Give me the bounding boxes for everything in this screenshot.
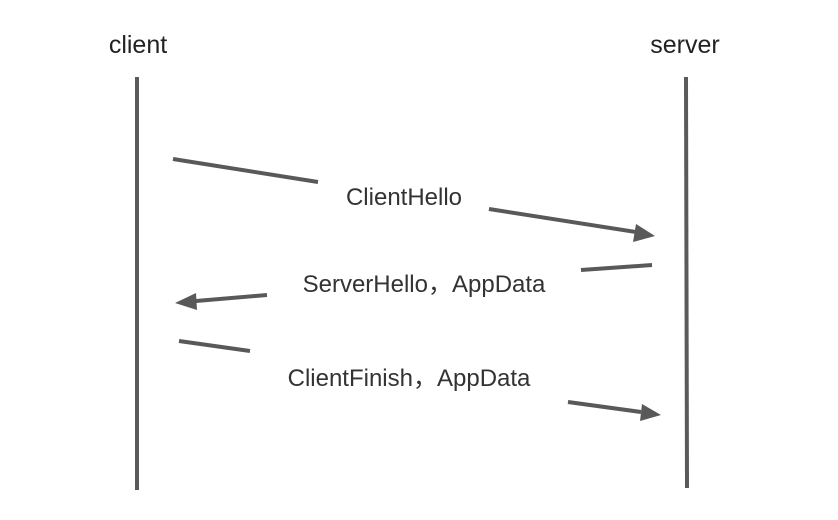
message-client-finish-line-start [178,339,251,353]
message-client-hello: ClientHello [172,157,655,242]
message-server-hello: ServerHello，AppData [175,263,653,310]
arrow-right-icon [640,404,661,421]
message-server-hello-line-end [195,293,268,303]
message-client-finish: ClientFinish，AppData [178,339,661,421]
message-label-client-finish: ClientFinish，AppData [288,365,531,392]
message-label-client-hello: ClientHello [346,184,462,211]
message-client-hello-line-end [488,207,637,234]
message-server-hello-line-start [580,263,653,272]
client-label: client [109,31,167,59]
message-label-server-hello: ServerHello，AppData [303,271,546,298]
server-label: server [650,31,719,59]
message-client-hello-line-start [172,157,319,184]
message-client-finish-line-end [567,400,642,414]
arrow-left-icon [175,293,197,310]
arrow-right-icon [633,224,655,242]
server-lifeline [684,76,689,489]
